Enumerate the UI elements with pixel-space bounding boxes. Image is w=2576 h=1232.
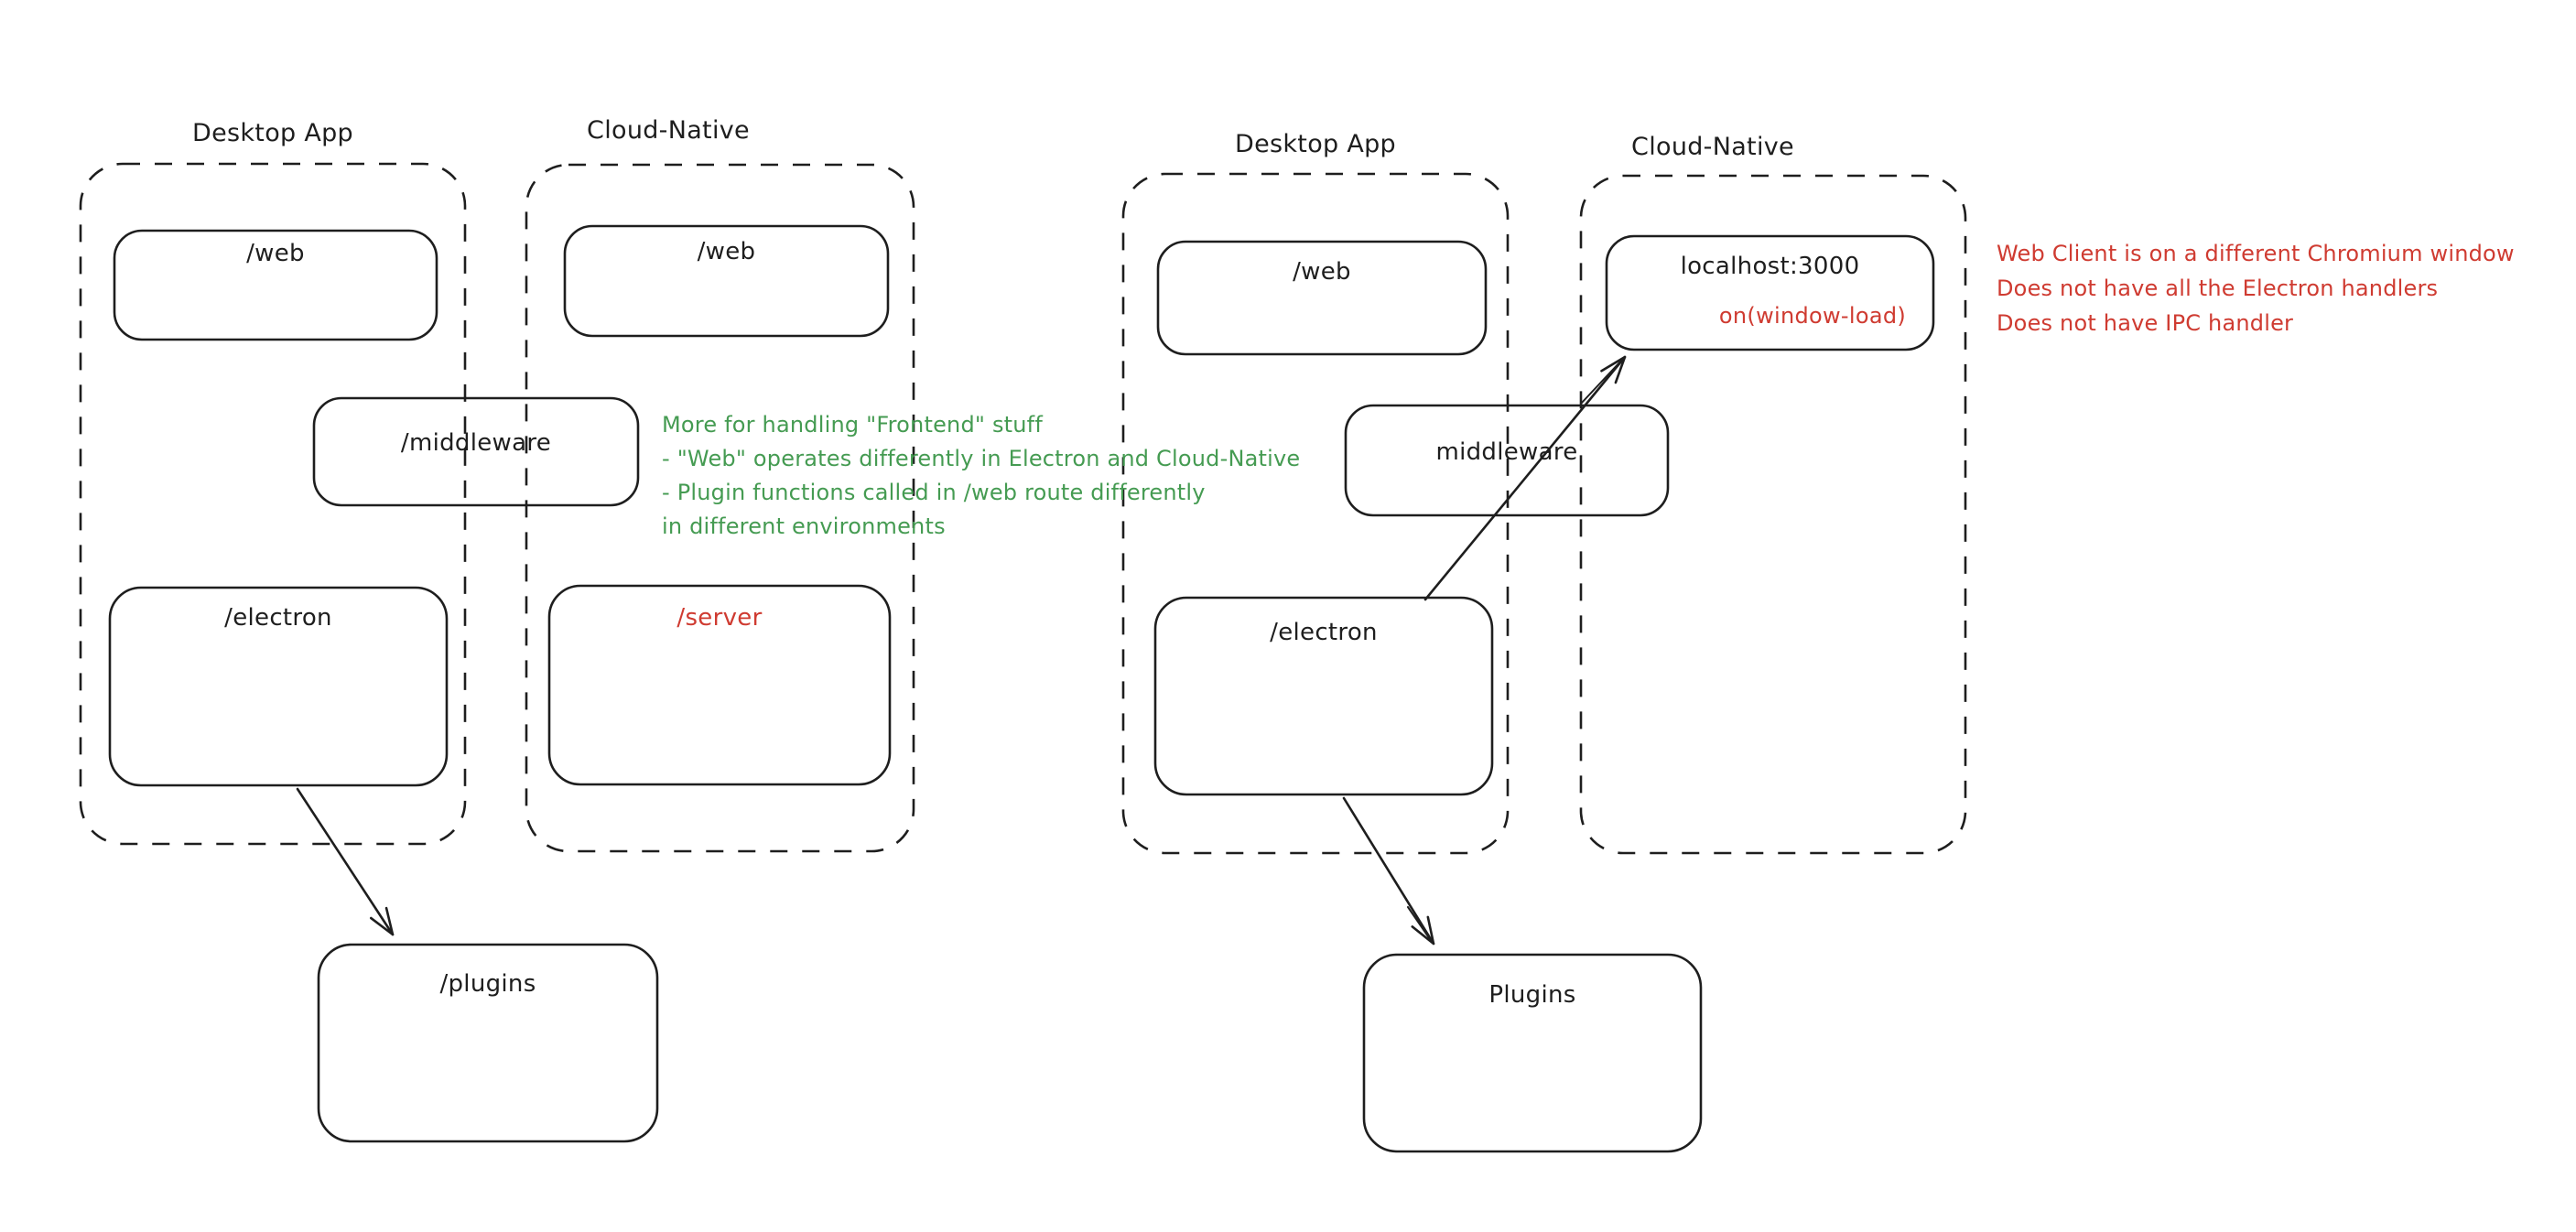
left-electron-box-outline — [108, 586, 449, 787]
left-middleware-box-label: /middleware — [400, 429, 552, 457]
left-electron-box-label: /electron — [224, 604, 332, 632]
right-plugins-box-outline — [1362, 953, 1703, 1153]
left-plugins-box-label: /plugins — [439, 970, 536, 998]
left-plugins-box-outline — [317, 943, 659, 1143]
green-note-line: in different environments — [662, 513, 946, 539]
left-cloud-container-outline — [525, 163, 915, 853]
left-cloud-web-box-label: /web — [697, 238, 756, 265]
left-server-box-label: /server — [676, 604, 763, 632]
right-red-annotation: Web Client is on a different Chromium wi… — [1997, 236, 2515, 340]
red-note-line: Does not have all the Electron handlers — [1997, 276, 2439, 301]
arrow-right-electron-to-localhost — [1423, 355, 1627, 601]
left-middleware-box-outline — [312, 396, 640, 507]
left-cloud-web-box-outline — [563, 224, 890, 338]
right-localhost-box-label: localhost:3000 — [1680, 253, 1860, 280]
arrow-right-electron-to-plugins — [1342, 796, 1435, 946]
left-cloud-container-label: Cloud-Native — [587, 116, 750, 145]
left-green-annotation: More for handling "Frontend" stuff - "We… — [662, 408, 1300, 544]
right-localhost-box-outline — [1605, 234, 1935, 351]
green-note-line: - "Web" operates differently in Electron… — [662, 446, 1301, 471]
right-desktop-web-box-outline — [1156, 240, 1488, 356]
left-desktop-container-label: Desktop App — [192, 119, 353, 147]
red-note-line: Does not have IPC handler — [1997, 310, 2294, 336]
left-desktop-web-box-label: /web — [246, 240, 305, 267]
green-note-line: More for handling "Frontend" stuff — [662, 412, 1043, 438]
right-localhost-box-sub-label: on(window-load) — [1718, 303, 1907, 329]
right-desktop-web-box-label: /web — [1293, 258, 1351, 286]
right-electron-box-label: /electron — [1270, 619, 1378, 646]
green-note-line: - Plugin functions called in /web route … — [662, 480, 1206, 505]
right-middleware-box-label: middleware — [1435, 438, 1578, 466]
left-server-box-outline — [547, 584, 892, 786]
right-electron-box-outline — [1153, 596, 1494, 796]
right-plugins-box-label: Plugins — [1488, 981, 1576, 1009]
right-desktop-container-label: Desktop App — [1235, 130, 1396, 158]
arrow-left-electron-to-plugins — [296, 787, 395, 936]
right-middleware-box-outline — [1344, 404, 1670, 517]
red-note-line: Web Client is on a different Chromium wi… — [1997, 241, 2515, 266]
left-desktop-web-box-outline — [113, 229, 438, 341]
right-cloud-container-label: Cloud-Native — [1631, 133, 1794, 161]
